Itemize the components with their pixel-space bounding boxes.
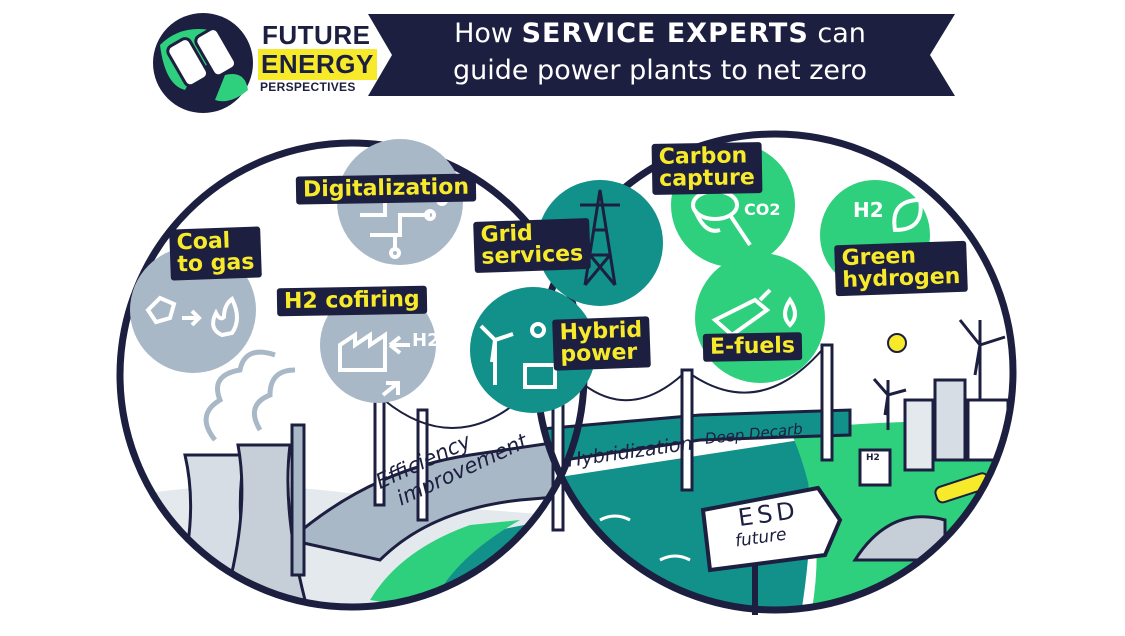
esd-sign xyxy=(700,485,843,615)
label-hybrid-power-line-2: power xyxy=(559,340,638,368)
headline-line-2: guide power plants to net zero xyxy=(452,55,868,86)
hydrogen-leaf-icon xyxy=(892,197,923,233)
label-carbon-capture: Carbon capture xyxy=(651,142,763,195)
e-fuels-circle xyxy=(695,253,825,383)
label-grid-services-line-2: services xyxy=(480,241,584,271)
label-coal-to-gas: Coal to gas xyxy=(169,226,262,281)
headline-emphasis: SERVICE EXPERTS xyxy=(521,18,809,49)
label-digitalization: Digitalization xyxy=(295,173,477,206)
logo-globe-icon xyxy=(153,13,253,113)
headline-line-1: How SERVICE EXPERTS can xyxy=(395,18,925,49)
label-grid-services: Grid services xyxy=(473,217,591,273)
label-carbon-capture-line-2: capture xyxy=(658,165,755,193)
brand-line-perspectives: PERSPECTIVES xyxy=(260,80,356,94)
headline-prefix: How xyxy=(454,18,513,49)
label-hybrid-power: Hybrid power xyxy=(552,316,651,371)
wind-battery-icon xyxy=(479,322,557,389)
icon-text-co2: CO2 xyxy=(744,200,781,219)
fuel-nozzle-icon xyxy=(711,288,797,338)
label-coal-to-gas-line-2: to gas xyxy=(176,250,255,278)
grid-services-circle xyxy=(537,180,663,306)
icon-text-h2-green: H2 xyxy=(853,198,884,222)
label-h2-cofiring: H2 cofiring xyxy=(276,285,427,317)
h2-cofiring-circle xyxy=(320,287,436,403)
coal-to-flame-icon xyxy=(145,295,239,338)
icon-text-h2-building: H2 xyxy=(866,453,880,463)
brand-line-energy: ENERGY xyxy=(258,49,377,80)
label-e-fuels: E-fuels xyxy=(702,332,803,363)
label-green-hydrogen: Green hydrogen xyxy=(834,240,968,297)
pylon-icon xyxy=(580,189,620,286)
factory-h2-icon xyxy=(338,331,410,397)
icon-text-h2-cofiring: H2 xyxy=(412,330,440,351)
headline-banner xyxy=(368,14,955,96)
label-green-hydrogen-line-2: hydrogen xyxy=(841,264,961,294)
brand-line-future: FUTURE xyxy=(262,20,371,50)
headline-suffix: can xyxy=(817,18,866,49)
